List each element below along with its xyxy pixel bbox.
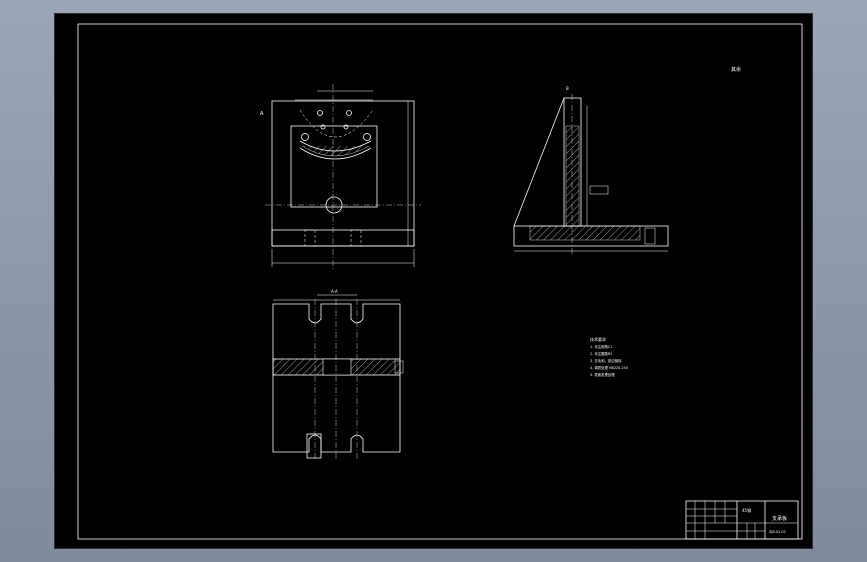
drawing-canvas: A A-A B 其余 技术要求 1. 未注倒角C1 2. 未注圆角R2 3. 去 (77, 23, 803, 540)
section-view: A-A (272, 289, 404, 459)
title-block: 45钢 支承板 ZJB-01-02 (685, 500, 799, 540)
front-view: A (260, 84, 421, 269)
section-label-b: B (566, 86, 569, 91)
drawing-frame (77, 23, 803, 540)
part-name: 支承板 (772, 515, 787, 522)
note-line: 技术要求 (590, 336, 606, 342)
material-text: 45钢 (742, 507, 751, 513)
note-line: 4. 调质处理 HB220-250 (590, 365, 628, 370)
drawing-number: ZJB-01-02 (769, 530, 786, 534)
note-line: 3. 去毛刺，锐边倒钝 (590, 358, 622, 363)
section-label-aa: A-A (331, 289, 338, 294)
note-line: 1. 未注倒角C1 (590, 344, 612, 349)
technical-notes: 技术要求 1. 未注倒角C1 2. 未注圆角R2 3. 去毛刺，锐边倒钝 4. … (590, 336, 628, 377)
side-view: B (513, 86, 669, 254)
surface-note: 其余 (731, 66, 741, 73)
note-line: 2. 未注圆角R2 (590, 351, 612, 356)
section-label-a: A (260, 111, 264, 117)
note-line: 5. 表面发黑处理 (590, 372, 615, 377)
drawing-sheet[interactable]: A A-A B 其余 技术要求 1. 未注倒角C1 2. 未注圆角R2 3. 去 (55, 14, 812, 548)
